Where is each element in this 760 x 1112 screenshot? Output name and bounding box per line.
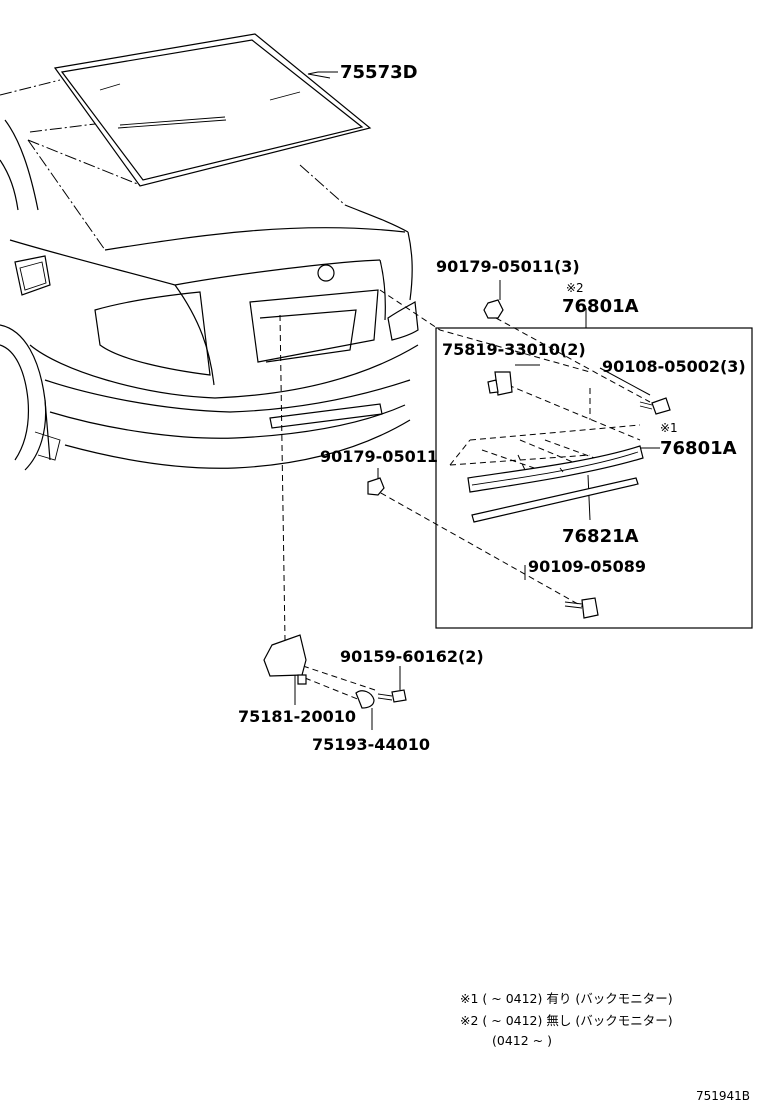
- label-nut-top: 90179-05011(3): [436, 257, 580, 276]
- label-garnish-right: 76801A: [660, 438, 737, 459]
- license-lamp-part: [263, 634, 307, 685]
- assembly-lines: [279, 71, 660, 730]
- label-clip: 75819-33010(2): [442, 340, 586, 359]
- label-bolt-lower: 90109-05089: [528, 557, 646, 576]
- label-garnish-lower: 76821A: [562, 526, 639, 547]
- car-body-illustration: [0, 33, 419, 471]
- lamp-screw-part: [377, 689, 407, 703]
- note-line-3: (0412 ~ ): [492, 1033, 552, 1048]
- label-garnish-upper: 76801A: [562, 296, 639, 317]
- label-glass-weatherstrip: 75573D: [340, 62, 418, 83]
- garnish-lower-part: [471, 477, 639, 523]
- nut-top-part: [483, 299, 504, 319]
- bolt-lower-part: [564, 597, 599, 619]
- clip-part: [487, 371, 513, 396]
- note-line-2: ※2 ( ~ 0412) 無し (バックモニター): [460, 1013, 673, 1028]
- nut-single-part: [367, 477, 385, 496]
- label-lamp-screw: 90159-60162(2): [340, 647, 484, 666]
- label-license-lamp: 75181-20010: [238, 707, 356, 726]
- diagram-reference-number: 751941B: [696, 1089, 750, 1103]
- note-mark-1: ※1: [660, 421, 678, 435]
- note-mark-2: ※2: [566, 281, 584, 295]
- screw-grommet-part: [639, 397, 671, 415]
- garnish-upper-part: [467, 445, 644, 493]
- garnish-assembly-box: [435, 327, 753, 629]
- bulb-part: [355, 690, 375, 709]
- label-nut-single: 90179-05011: [320, 447, 438, 466]
- label-screw-grommet: 90108-05002(3): [602, 357, 746, 376]
- note-line-1: ※1 ( ~ 0412) 有り (バックモニター): [460, 991, 673, 1006]
- label-bulb: 75193-44010: [312, 735, 430, 754]
